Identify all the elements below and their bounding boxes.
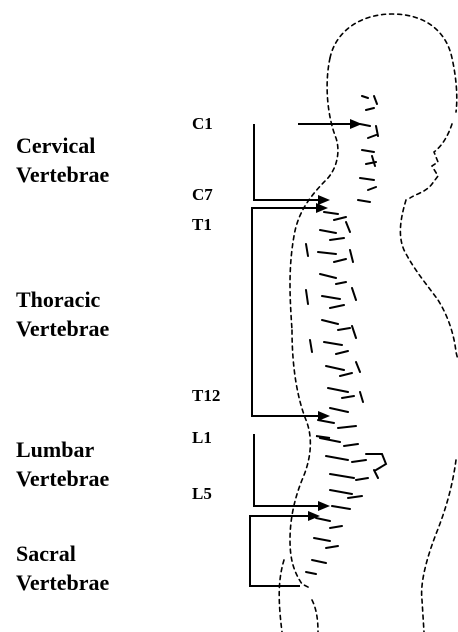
c7-arrowhead	[318, 195, 330, 205]
thoracic-region-label: Thoracic Vertebrae	[16, 285, 109, 343]
head-outline	[330, 14, 457, 198]
vertebra-label-l1: L1	[192, 429, 212, 447]
cervical-bracket	[254, 124, 322, 200]
cervical-spine	[358, 96, 378, 202]
arrowheads	[308, 119, 362, 521]
thoracic-label-line2: Vertebrae	[16, 314, 109, 343]
lumbar-bracket	[254, 434, 320, 506]
body-silhouette	[279, 14, 458, 632]
lumbar-label-line1: Lumbar	[16, 435, 109, 464]
sacral-region-label: Sacral Vertebrae	[16, 539, 109, 597]
brackets	[250, 124, 352, 586]
lumbar-label-line2: Vertebrae	[16, 464, 109, 493]
vertebra-label-t1: T1	[192, 216, 212, 234]
torso-front-outline	[400, 200, 458, 632]
vertebra-label-c1: C1	[192, 115, 213, 133]
back-outline	[290, 330, 310, 588]
sacral-spine	[306, 518, 342, 574]
thoracic-label-line1: Thoracic	[16, 285, 109, 314]
thoracic-spine	[306, 212, 363, 412]
leg-outline	[279, 560, 318, 632]
vertebra-label-t12: T12	[192, 387, 220, 405]
c1-arrowhead	[350, 119, 362, 129]
thoracic-bracket	[252, 208, 322, 416]
l1-arrow-line	[316, 436, 330, 438]
lumbar-spine	[318, 420, 386, 509]
lumbar-region-label: Lumbar Vertebrae	[16, 435, 109, 493]
neck-back-outline	[290, 58, 338, 330]
l5-arrowhead	[318, 501, 330, 511]
vertebra-label-l5: L5	[192, 485, 212, 503]
sacral-label-line1: Sacral	[16, 539, 109, 568]
sacral-arrowhead	[308, 511, 320, 521]
t12-arrowhead	[318, 411, 330, 421]
vertebra-label-c7: C7	[192, 186, 213, 204]
cervical-label-line1: Cervical	[16, 131, 109, 160]
cervical-label-line2: Vertebrae	[16, 160, 109, 189]
cervical-region-label: Cervical Vertebrae	[16, 131, 109, 189]
sacral-label-line2: Vertebrae	[16, 568, 109, 597]
